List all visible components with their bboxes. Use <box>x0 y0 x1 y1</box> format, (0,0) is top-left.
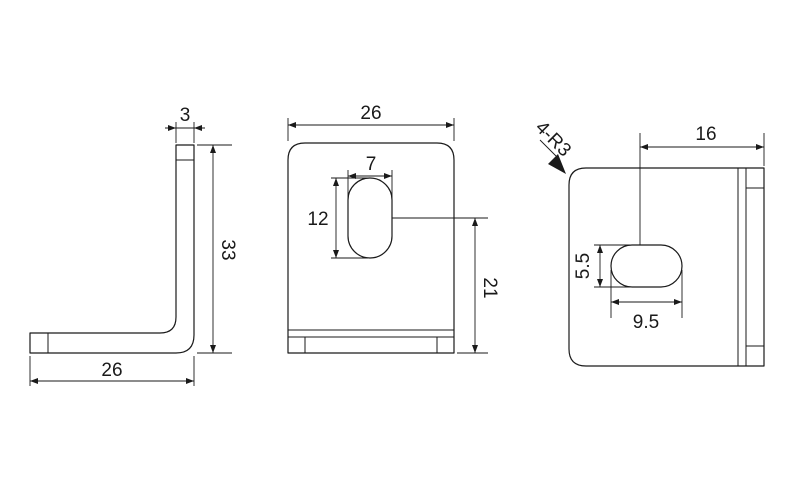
front-plate-outline <box>287 142 455 354</box>
radius-arrow <box>548 154 566 174</box>
thickness-label: 3 <box>180 105 191 126</box>
top-view: 4-R3 16 5.5 9.5 <box>531 117 765 367</box>
l-bracket-profile <box>29 144 195 354</box>
slot-height-arrow-bottom <box>472 345 478 353</box>
hole-offset-arrow-left <box>640 144 648 150</box>
slot-height-label: 21 <box>479 277 500 298</box>
front-view: 26 7 12 21 <box>287 103 500 354</box>
height-arrow-top <box>210 145 216 153</box>
height-arrow-bottom <box>210 345 216 353</box>
slot-height-arrow-top <box>472 218 478 226</box>
base-arrow-left <box>30 378 38 384</box>
front-width-arrow-left <box>288 122 296 128</box>
hole-width-label: 5.5 <box>573 253 594 279</box>
base-arrow-right <box>186 378 194 384</box>
slot-length-arrow-bottom <box>333 250 339 258</box>
base-length-label: 26 <box>101 360 122 381</box>
hole-length-label: 9.5 <box>633 312 659 333</box>
hole-width-arrow-top <box>597 245 603 253</box>
mounting-hole <box>610 244 683 288</box>
side-view: 3 33 26 <box>29 105 238 386</box>
front-width-label: 26 <box>360 103 381 124</box>
slot <box>347 177 393 259</box>
height-label: 33 <box>217 239 238 260</box>
thickness-arrow-right <box>194 125 202 131</box>
slot-width-arrow-left <box>348 173 356 179</box>
hole-length-arrow-right <box>674 299 682 305</box>
hole-offset-label: 16 <box>695 124 716 145</box>
radius-leader <box>539 139 559 159</box>
radius-label: 4-R3 <box>531 117 575 161</box>
slot-width-label: 7 <box>366 154 377 175</box>
top-plate-outline <box>568 167 765 367</box>
slot-length-arrow-top <box>333 178 339 186</box>
hole-width-arrow-bottom <box>597 279 603 287</box>
slot-length-label: 12 <box>307 209 328 230</box>
thickness-arrow-left <box>168 125 176 131</box>
front-width-arrow-right <box>446 122 454 128</box>
hole-length-arrow-left <box>611 299 619 305</box>
slot-width-arrow-right <box>384 173 392 179</box>
hole-offset-arrow-right <box>756 144 764 150</box>
